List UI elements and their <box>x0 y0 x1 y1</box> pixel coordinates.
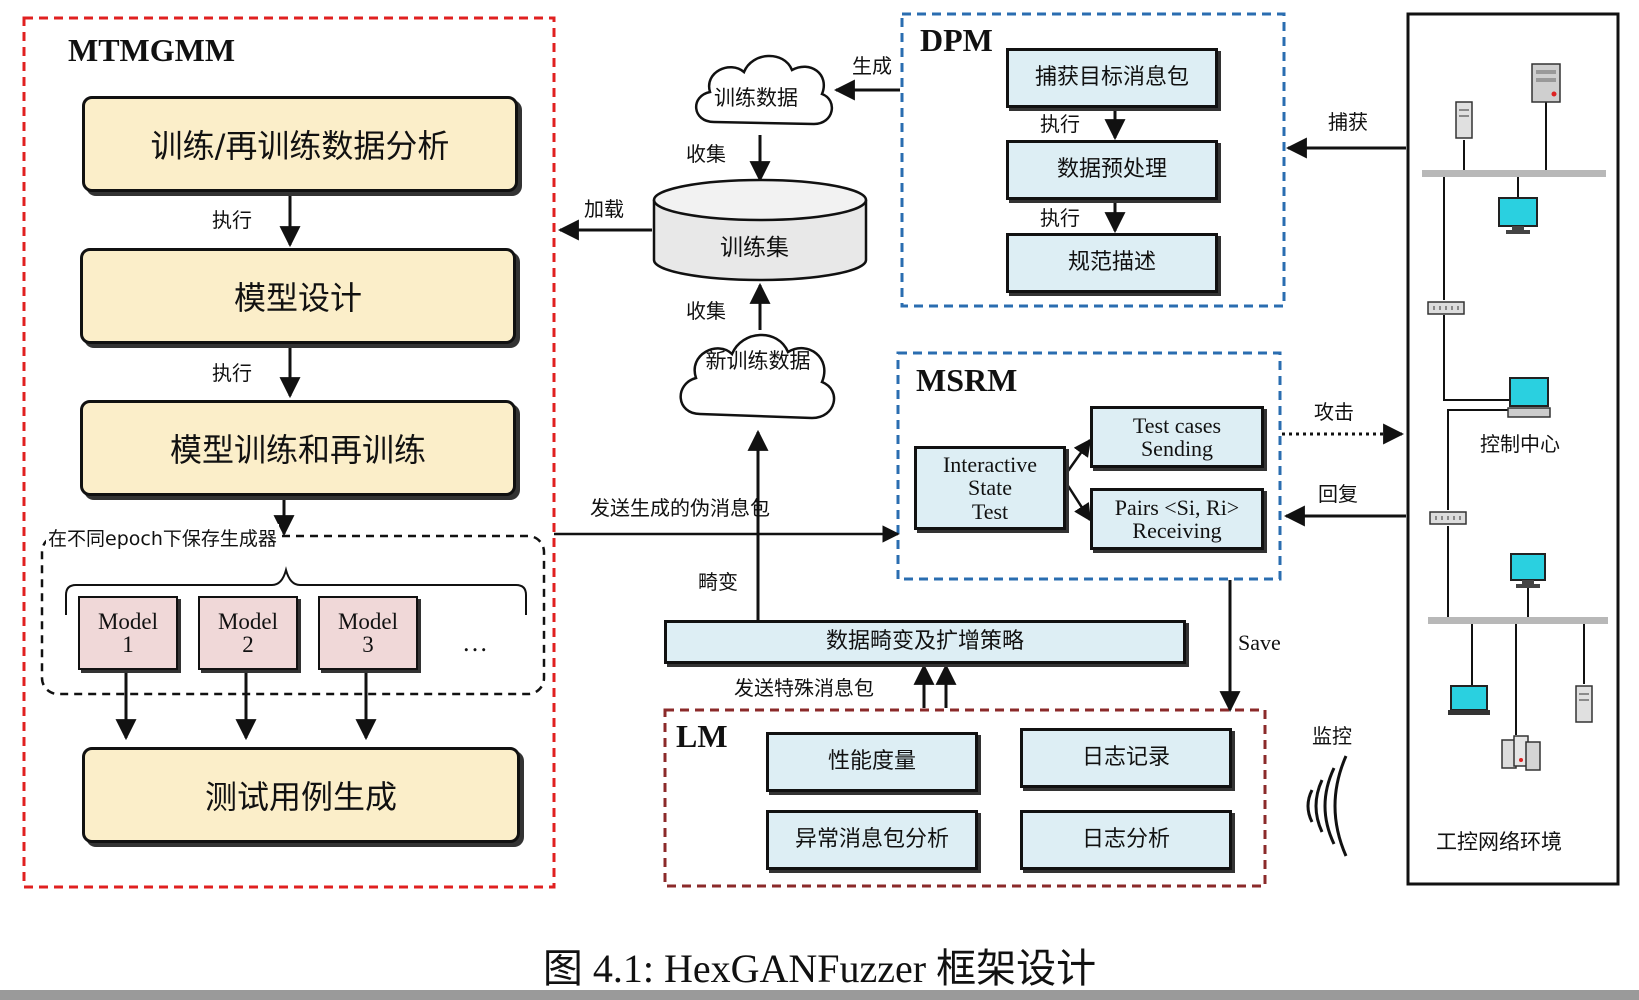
pairs-receiving-box: Pairs <Si, Ri> Receiving <box>1090 488 1264 550</box>
mtmgmm-group-border <box>22 16 556 889</box>
collect-label-2: 收集 <box>686 299 726 323</box>
model-3-name: Model <box>337 609 399 634</box>
interactive-line-3: Test <box>971 498 1009 524</box>
receiving-line-2: Receiving <box>1132 518 1222 543</box>
lm-logging-box: 日志记录 <box>1020 728 1232 788</box>
lm-group-border <box>663 708 1267 888</box>
switch-icon-1 <box>1427 301 1465 315</box>
interactive-line-2: State <box>968 475 1012 501</box>
capture-label: 捕获 <box>1328 110 1368 134</box>
lm-anomaly-box: 异常消息包分析 <box>766 810 978 870</box>
model-3-number: 3 <box>362 632 374 657</box>
collect-label-1: 收集 <box>686 142 726 166</box>
attack-label: 攻击 <box>1314 400 1354 424</box>
model-2-number: 2 <box>242 632 254 657</box>
monitor-icon-2 <box>1510 553 1546 588</box>
env-border <box>1406 12 1620 886</box>
dpm-exec-label-1: 执行 <box>1040 112 1080 136</box>
model-1-name: Model <box>97 609 159 634</box>
wireless-signal-icon <box>1306 755 1348 857</box>
training-set-label: 训练集 <box>720 235 789 261</box>
reply-label: 回复 <box>1318 482 1358 506</box>
laptop-icon <box>1448 685 1490 715</box>
sending-line-1: Test cases <box>1132 412 1222 438</box>
sending-line-2: Sending <box>1140 436 1214 461</box>
exec-label-2: 执行 <box>212 361 252 385</box>
train-data-label: 训练数据 <box>714 86 798 110</box>
cloud-new-data-icon <box>679 333 836 420</box>
send-special-label: 发送特殊消息包 <box>734 676 874 700</box>
model-1-number: 1 <box>122 632 134 657</box>
model-3-box: Model 3 <box>318 596 418 670</box>
cloud-train-data-icon <box>694 54 834 126</box>
save-generators-label: 在不同epoch下保存生成器 <box>46 524 279 551</box>
save-label: Save <box>1238 630 1281 655</box>
model-1-box: Model 1 <box>78 596 178 670</box>
lm-log-analysis-box: 日志分析 <box>1020 810 1232 870</box>
lm-title: LM <box>676 718 728 754</box>
step-data-analysis: 训练/再训练数据分析 <box>82 96 518 192</box>
generate-label: 生成 <box>852 54 892 78</box>
new-data-label: 新训练数据 <box>705 349 811 373</box>
bottom-bar <box>0 990 1639 1000</box>
model-2-box: Model 2 <box>198 596 298 670</box>
step-model-design: 模型设计 <box>80 248 516 344</box>
test-cases-sending-box: Test cases Sending <box>1090 406 1264 468</box>
lm-performance-box: 性能度量 <box>766 732 978 792</box>
brace <box>65 566 527 615</box>
ics-environment-label: 工控网络环境 <box>1436 830 1562 854</box>
exec-label-1: 执行 <box>212 208 252 232</box>
step-test-generation: 测试用例生成 <box>82 747 520 843</box>
monitor-label: 监控 <box>1312 724 1352 748</box>
mtmgmm-title: MTMGMM <box>68 32 236 68</box>
models-ellipsis: … <box>462 628 488 657</box>
dpm-exec-label-2: 执行 <box>1040 206 1080 230</box>
msrm-title: MSRM <box>916 362 1018 398</box>
distort-label: 畸变 <box>698 570 738 594</box>
tower-server-icon-1 <box>1455 101 1473 139</box>
monitor-icon-1 <box>1498 197 1538 234</box>
dpm-capture-box: 捕获目标消息包 <box>1006 48 1218 108</box>
strategy-box: 数据畸变及扩增策略 <box>664 620 1186 664</box>
load-label: 加载 <box>584 197 624 221</box>
server-cluster-icon <box>1501 735 1541 771</box>
step-model-training: 模型训练和再训练 <box>80 400 516 496</box>
model-2-name: Model <box>217 609 279 634</box>
dpm-spec-box: 规范描述 <box>1006 233 1218 293</box>
dpm-preprocess-box: 数据预处理 <box>1006 140 1218 200</box>
rack-server-icon <box>1531 63 1561 103</box>
switch-icon-2 <box>1429 511 1467 525</box>
send-fake-label: 发送生成的伪消息包 <box>590 496 770 520</box>
receiving-line-1: Pairs <Si, Ri> <box>1114 494 1240 520</box>
dpm-title: DPM <box>920 22 993 58</box>
msrm-group-border <box>896 351 1282 581</box>
control-center-computer-icon <box>1507 377 1551 418</box>
tower-server-icon-2 <box>1575 685 1593 723</box>
dpm-group-border <box>900 12 1286 308</box>
interactive-state-test-box: Interactive State Test <box>914 446 1066 530</box>
figure-caption: 图 4.1: HexGANFuzzer 框架设计 <box>542 946 1097 991</box>
control-center-label: 控制中心 <box>1480 432 1560 456</box>
interactive-line-1: Interactive <box>942 452 1038 478</box>
training-set-cylinder-icon <box>652 178 868 282</box>
